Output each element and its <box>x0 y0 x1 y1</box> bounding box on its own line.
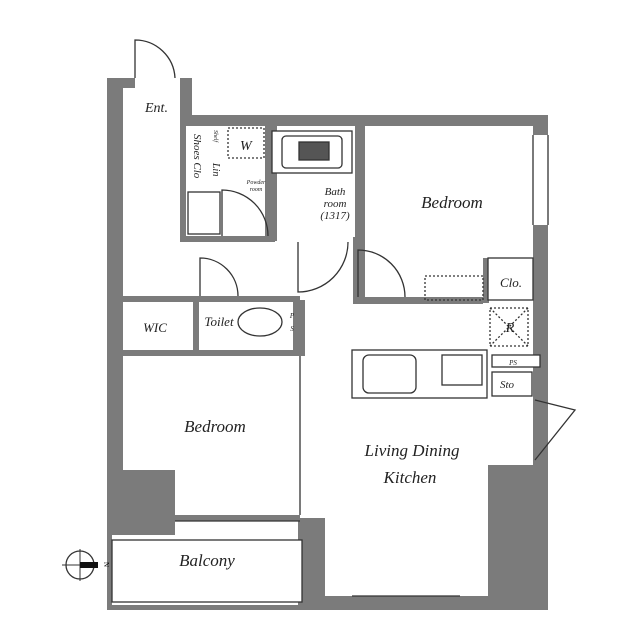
label-refrigerator: R <box>505 321 515 336</box>
walls <box>107 78 548 610</box>
label-closet: Clo. <box>500 275 522 290</box>
label-washer: W <box>240 139 253 154</box>
label-shoes-closet: Shoes Clo <box>191 134 203 179</box>
label-storage: Sto <box>500 379 515 391</box>
label-shelf: Shelf <box>212 130 219 143</box>
label-entrance: Ent. <box>144 101 168 116</box>
label-bedroom-1: Bedroom <box>421 193 483 212</box>
compass-north-label: N <box>102 562 110 567</box>
compass-icon: N <box>62 549 110 581</box>
label-balcony: Balcony <box>179 551 235 570</box>
fixtures <box>111 39 577 603</box>
label-bedroom-2: Bedroom <box>184 417 246 436</box>
label-toilet: Toilet <box>204 314 234 329</box>
label-linen: Lin <box>210 162 221 176</box>
label-pipe-space-1: PS <box>508 359 517 367</box>
label-wic: WIC <box>143 320 167 335</box>
